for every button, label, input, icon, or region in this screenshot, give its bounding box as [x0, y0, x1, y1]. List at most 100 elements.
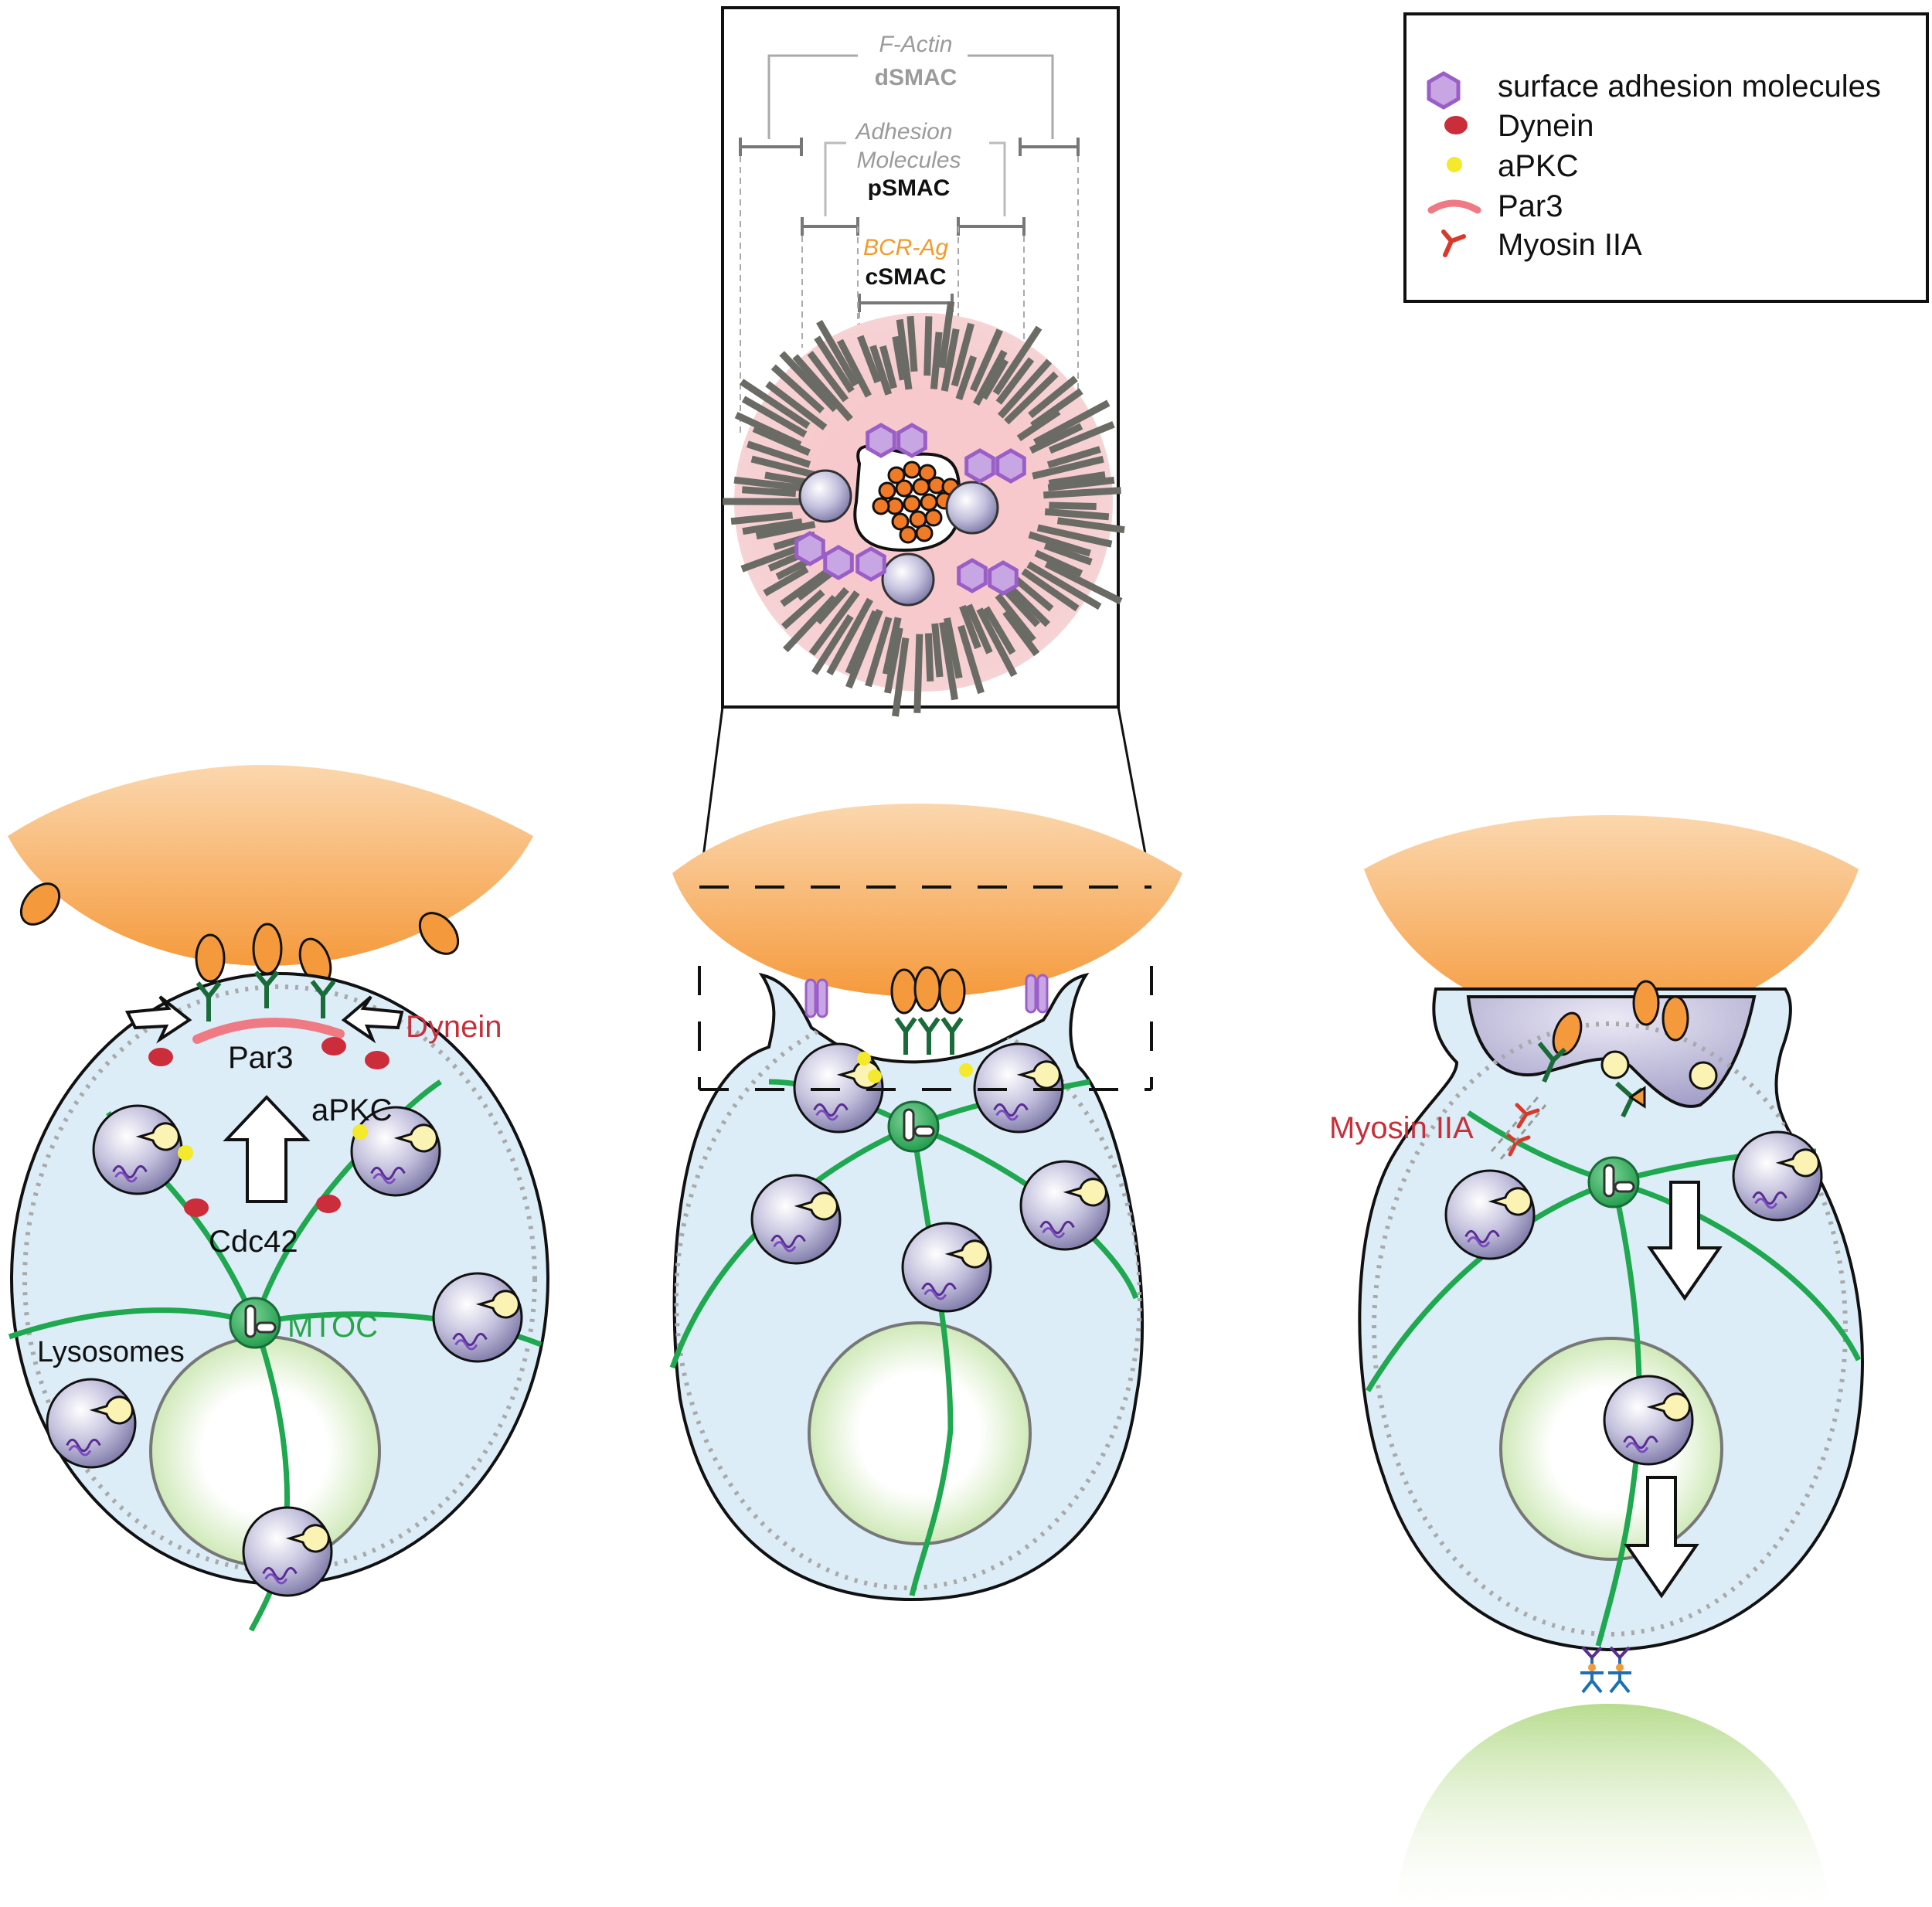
dsmac-bracket [767, 54, 1054, 139]
synapse-lysosomes [798, 469, 999, 607]
actin-rod [997, 359, 1053, 419]
lysosome [1603, 1375, 1694, 1466]
lysosome [1444, 1169, 1536, 1260]
actin-rod [930, 331, 943, 389]
actin-rod [879, 345, 897, 389]
left-dynein-label: Dynein [406, 1010, 502, 1044]
actin-rod [734, 412, 802, 448]
actin-rod [1021, 568, 1080, 612]
middle-antigens [890, 966, 966, 1015]
actin-rod [882, 617, 902, 675]
right-apc [1364, 815, 1859, 1024]
middle-bcr-receptors [894, 1017, 964, 1055]
actin-rod [943, 617, 963, 679]
legend: surface adhesion molecules Dynein aPKC P… [1403, 12, 1929, 303]
lysosome [1019, 1160, 1111, 1251]
left-polarization-arrow [223, 1095, 311, 1203]
left-lysosomes [46, 1104, 523, 1597]
middle-apc [672, 804, 1182, 997]
left-cell-panel: Dynein Par3 aPKC Cdc42 MTOC Lysosomes [8, 765, 549, 1632]
legend-myosin-icon [1441, 229, 1466, 257]
left-apkc-label: aPKC [311, 1093, 393, 1127]
actin-rod [740, 379, 811, 430]
actin-rod [1046, 446, 1101, 469]
actin-rod [815, 586, 849, 625]
actin-rod [892, 637, 910, 717]
actin-rod [995, 357, 1035, 405]
actin-rod [742, 518, 803, 535]
actin-rod [957, 624, 985, 695]
right-antigens [1552, 980, 1689, 1056]
right-bcr-receptors [1537, 1042, 1644, 1118]
actin-rod [1044, 560, 1123, 605]
actin-rod [1044, 508, 1110, 521]
legend-par3-label: Par3 [1498, 189, 1563, 223]
psmac-italic-label-1: Adhesion [854, 119, 952, 144]
actin-rod [730, 512, 794, 525]
antigen-dot [924, 508, 943, 527]
actin-rod [836, 338, 872, 398]
actin-rod [980, 358, 1009, 400]
actin-rod [1036, 524, 1113, 548]
legend-dynein-icon [1444, 116, 1468, 134]
lysosome [242, 1506, 333, 1597]
antigen-dot [887, 466, 906, 484]
left-cdc42-label: Cdc42 [209, 1225, 298, 1259]
actin-rod [959, 604, 981, 650]
left-apkc [178, 1124, 368, 1161]
left-lysosomes-label: Lysosomes [37, 1336, 185, 1368]
right-myosin-label: Myosin IIA [1329, 1111, 1474, 1145]
right-synapse-receptors [1580, 1646, 1631, 1694]
lysosome [350, 1106, 441, 1197]
actin-rod [1056, 517, 1125, 534]
legend-adhesion-label: surface adhesion molecules [1498, 70, 1881, 104]
antigen-dot [878, 481, 896, 500]
synapse-inset: F-Actin dSMAC Adhesion Molecules pSMAC B… [698, 6, 1153, 888]
actin-rod [1048, 421, 1115, 454]
left-apc [8, 765, 533, 966]
legend-apkc-label: aPKC [1498, 149, 1579, 183]
actin-rod [814, 335, 855, 393]
actin-rod [1029, 423, 1083, 454]
actin-rod [965, 603, 993, 654]
adhesion-hexagon [995, 448, 1026, 484]
lysosome [1732, 1130, 1823, 1222]
actin-rod [896, 318, 913, 390]
actin-rod [808, 590, 860, 656]
actin-rod [811, 614, 854, 675]
dsmac-label: dSMAC [875, 65, 957, 90]
actin-rod [845, 610, 879, 675]
actin-rod [845, 609, 883, 689]
right-myosin-strands [1490, 1096, 1547, 1160]
antigen-dot [872, 497, 890, 515]
actin-rod [931, 623, 944, 678]
actin-rod [1047, 476, 1115, 491]
actin-rod [884, 627, 903, 694]
actin-rod [1026, 561, 1102, 610]
left-mtoc [229, 1297, 281, 1349]
actin-rod [939, 621, 958, 701]
actin-rod [951, 322, 975, 387]
actin-rod [796, 568, 836, 601]
psmac-label: pSMAC [868, 175, 951, 201]
left-inflow-arrows [124, 995, 404, 1044]
actin-rod [973, 349, 1008, 406]
lysosome [973, 1042, 1064, 1134]
right-target-cell [1395, 1704, 1830, 1907]
adhesion-hexagon [896, 423, 927, 458]
actin-rod [924, 633, 934, 682]
actin-rod [938, 301, 955, 369]
right-lysosomes [1444, 1050, 1823, 1466]
legend-adhesion-icon [1427, 71, 1461, 110]
left-par3-label: Par3 [228, 1041, 294, 1075]
adhesion-hexagon [988, 560, 1019, 596]
right-mtoc [1587, 1156, 1640, 1208]
actin-rod [923, 316, 933, 376]
lysosome [432, 1272, 523, 1363]
antigen-dot [899, 525, 917, 544]
middle-cell-panel [669, 804, 1182, 1602]
antigen-dot [895, 479, 913, 498]
actin-rod [869, 345, 893, 396]
antigen-dot [903, 495, 921, 513]
